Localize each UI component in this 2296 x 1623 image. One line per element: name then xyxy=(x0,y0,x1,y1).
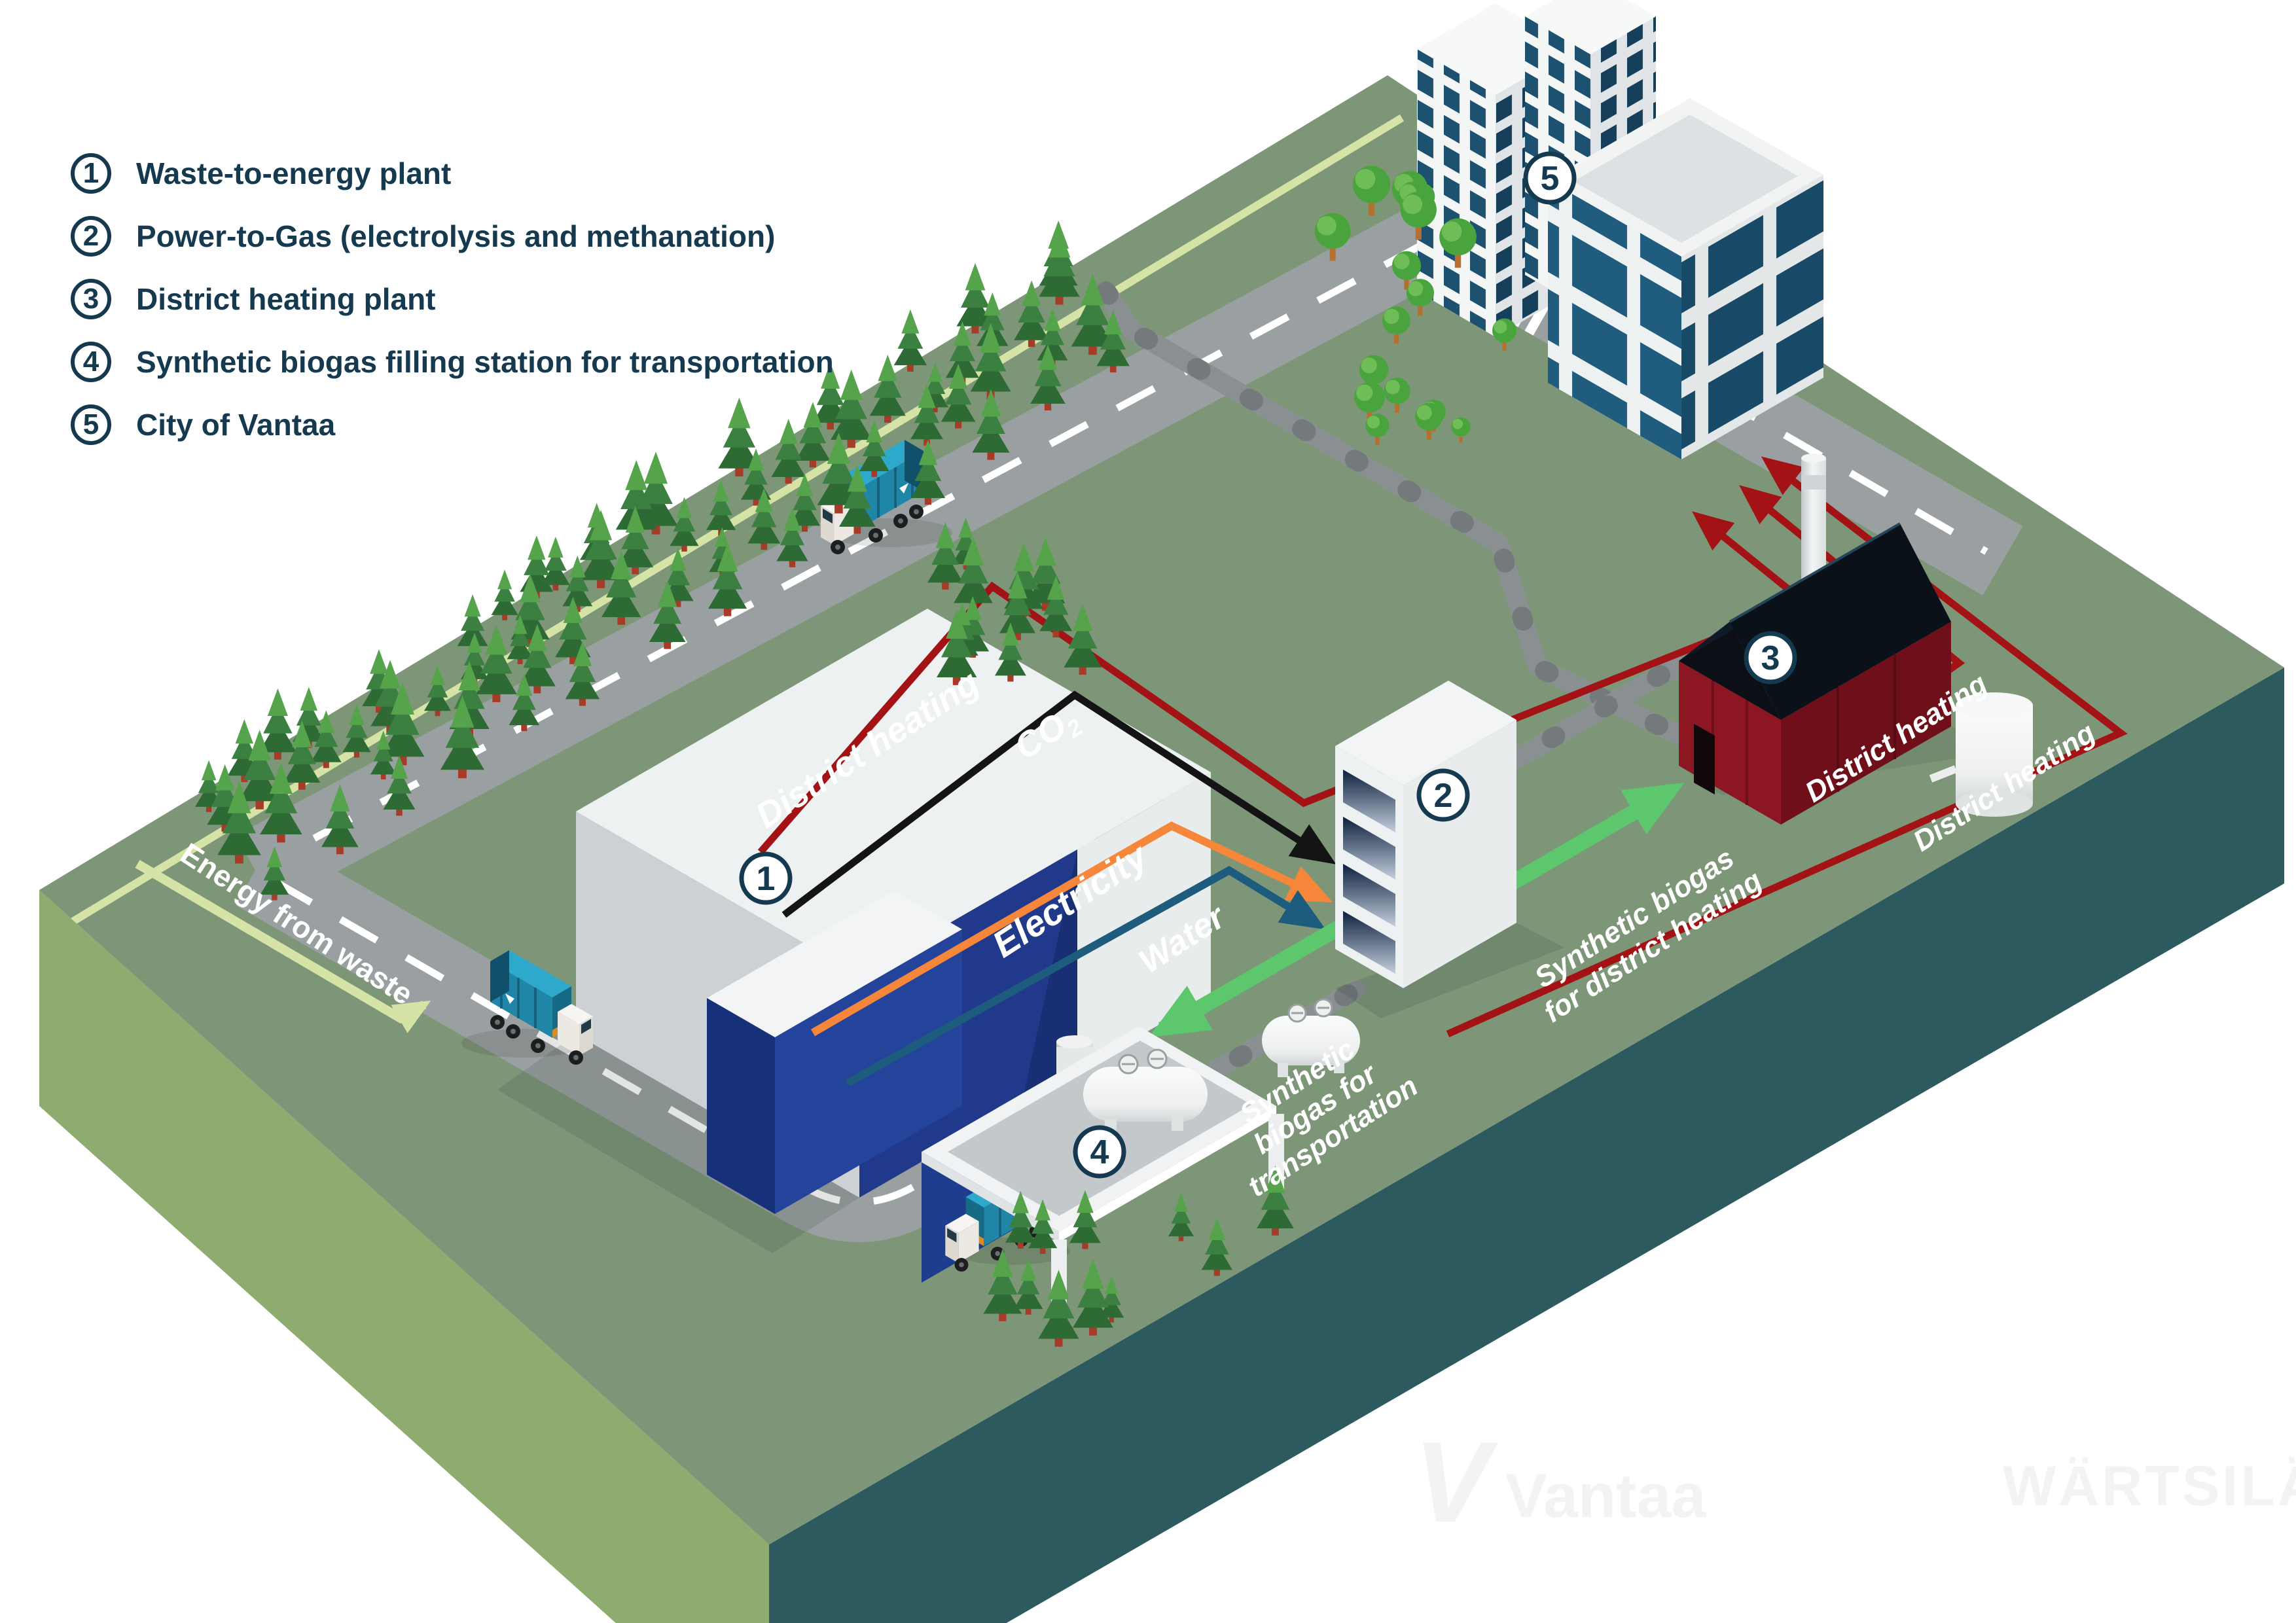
flow-co2 xyxy=(781,690,1336,918)
road-bottom-dashes xyxy=(273,878,1043,1206)
pipe-rings xyxy=(1096,281,1712,756)
legend-item-3: 3 District heating plant xyxy=(71,277,834,321)
legend-item-5: 5 City of Vantaa xyxy=(71,403,834,446)
legend-item-1: 1 Waste-to-energy plant xyxy=(71,152,834,195)
city-office-roof-inset xyxy=(1573,115,1798,243)
building-2-roof xyxy=(1335,681,1516,785)
vantaa-logo-mark: V xyxy=(1414,1419,1498,1546)
watermarks: V Vantaa WÄRTSILÄ xyxy=(1414,1419,2296,1546)
building-2-window-bands xyxy=(1343,770,1395,974)
legend-badge-2: 2 xyxy=(71,216,111,257)
legend-label-2: Power-to-Gas (electrolysis and methanati… xyxy=(136,219,776,253)
badge-1: 1 xyxy=(739,851,793,905)
badge-3: 3 xyxy=(1744,631,1797,685)
building-5-city-of-vantaa xyxy=(1417,0,1823,459)
legend-badge-3: 3 xyxy=(71,279,111,319)
legend-badge-1: 1 xyxy=(71,153,111,194)
legend-label-4: Synthetic biogas filling station for tra… xyxy=(136,345,834,379)
diagram-badges: 1 2 3 4 5 xyxy=(739,151,1797,1179)
svg-text:2: 2 xyxy=(1434,777,1453,815)
conifer-tree xyxy=(491,569,518,620)
legend: 1 Waste-to-energy plant 2 Power-to-Gas (… xyxy=(71,152,834,466)
legend-label-1: Waste-to-energy plant xyxy=(136,156,452,190)
building-2-gas-tank xyxy=(1262,998,1360,1077)
building-3-side-wall xyxy=(1781,622,1951,825)
city-office-building xyxy=(1548,98,1823,459)
svg-text:3: 3 xyxy=(1761,639,1780,677)
wartsila-watermark: WÄRTSILÄ xyxy=(2003,1455,2296,1518)
building-3-door xyxy=(1694,724,1715,794)
building-2-shadow xyxy=(1335,923,1564,1018)
ground-side-dark xyxy=(769,668,2284,1623)
legend-label-5: City of Vantaa xyxy=(136,408,336,442)
building-1-front-block-roof xyxy=(707,890,962,1037)
badge-2: 2 xyxy=(1416,768,1470,822)
building-3-ridge xyxy=(1729,522,1901,623)
svg-text:5: 5 xyxy=(1541,160,1560,198)
road-main-dashes xyxy=(312,177,1544,842)
legend-badge-5: 5 xyxy=(71,404,111,445)
badge-4: 4 xyxy=(1073,1125,1126,1179)
building-1-front-block-side xyxy=(707,998,775,1214)
flow-water xyxy=(846,866,1326,1087)
building-1-roof xyxy=(576,609,1211,975)
flow-energy-from-waste xyxy=(135,859,431,1033)
legend-item-4: 4 Synthetic biogas filling station for t… xyxy=(71,340,834,383)
svg-text:4: 4 xyxy=(1090,1133,1109,1171)
legend-label-3: District heating plant xyxy=(136,282,436,316)
vantaa-watermark: Vantaa xyxy=(1505,1461,1706,1531)
building-3-district-heating-plant xyxy=(1679,454,2033,825)
flow-district-heating-from-plant1 xyxy=(757,511,1812,855)
building-3-storage-tank xyxy=(1929,692,2033,817)
building-3-front-wall xyxy=(1679,661,1781,825)
flow-electricity xyxy=(811,821,1333,1037)
conifer-tree xyxy=(893,309,927,372)
flow-biogas-transportation xyxy=(1149,914,1354,1037)
badge-5: 5 xyxy=(1523,151,1577,205)
legend-item-2: 2 Power-to-Gas (electrolysis and methana… xyxy=(71,215,834,258)
legend-badge-4: 4 xyxy=(71,342,111,382)
svg-text:1: 1 xyxy=(757,860,776,898)
ground-side-light xyxy=(39,890,769,1623)
